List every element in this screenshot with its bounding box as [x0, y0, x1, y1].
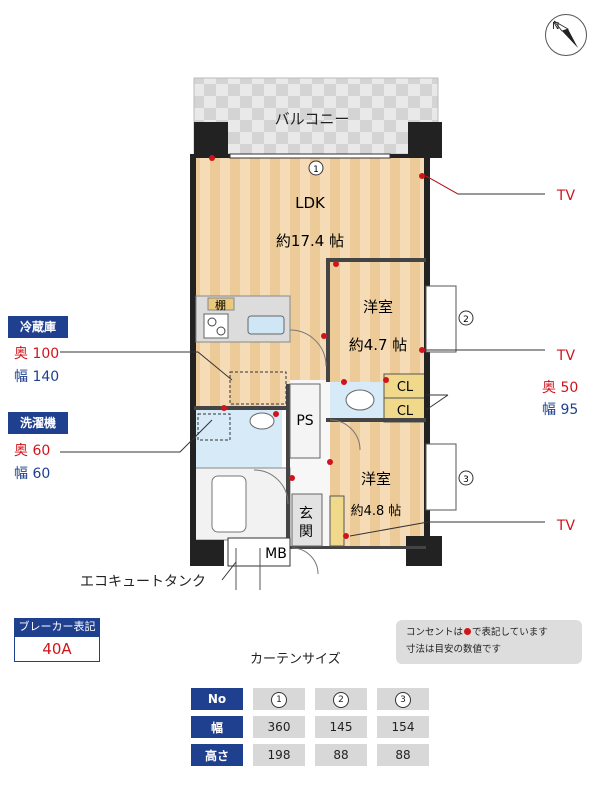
washer-depth: 奥 60	[14, 443, 51, 459]
curtain-no-3: 3	[395, 691, 411, 708]
breaker-value: 40A	[14, 636, 100, 662]
ldk-size: 約17.4 帖	[276, 232, 344, 250]
western-room-1	[330, 262, 426, 382]
row-label-width: 幅	[191, 716, 243, 738]
tv-label-3: TV	[556, 518, 576, 534]
fridge-title: 冷蔵庫	[8, 316, 68, 338]
washer-space	[197, 413, 231, 441]
fridge-depth: 奥 100	[14, 346, 60, 362]
entrance-label-2: 関	[299, 524, 313, 540]
row-label-height: 高さ	[191, 744, 243, 766]
mb-label: MB	[265, 546, 287, 562]
curtain-no-2: 2	[333, 691, 349, 708]
outlet-dot-icon	[464, 628, 472, 635]
breaker-title: ブレーカー表記	[14, 618, 100, 636]
curtain-title: カーテンサイズ	[250, 652, 341, 667]
closet-label-1: CL	[397, 380, 414, 395]
width-3: 154	[377, 716, 429, 738]
notice-box: コンセントはで表記しています 寸法は目安の数値です	[396, 620, 582, 664]
washer-width: 幅 60	[14, 466, 51, 482]
tv-label-1: TV	[556, 188, 576, 204]
ecocute-label: エコキュートタンク	[80, 574, 206, 590]
table-row: 高さ 198 88 88	[191, 744, 429, 766]
fridge-space	[229, 371, 287, 405]
height-3: 88	[377, 744, 429, 766]
tv-label-2: TV	[556, 348, 576, 364]
height-2: 88	[315, 744, 367, 766]
curtain-no-1: 1	[271, 691, 287, 708]
closet-depth: 奥 50	[542, 380, 579, 396]
shelf-label: 棚	[215, 298, 226, 312]
balcony-label: バルコニー	[275, 110, 350, 128]
ldk-label: LDK	[295, 194, 326, 212]
width-1: 360	[253, 716, 305, 738]
table-row: No 1 2 3	[191, 688, 429, 710]
compass: N	[545, 14, 587, 56]
balcony-area	[193, 77, 439, 155]
floor-plan: バルコニー CL CL 棚 PS 玄 関	[60, 77, 576, 590]
entrance-label-1: 玄	[299, 505, 313, 522]
western-room-2-label: 洋室	[361, 470, 391, 488]
washer-title: 洗濯機	[8, 412, 68, 434]
closet-label-2: CL	[397, 404, 414, 419]
window-marker-1: 1	[313, 165, 319, 175]
western-room-1-size: 約4.7 帖	[349, 336, 408, 354]
closet-width: 幅 95	[542, 402, 579, 418]
header-no: No	[191, 688, 243, 710]
western-room-1-label: 洋室	[363, 298, 393, 316]
compass-needle-icon: N	[552, 20, 578, 48]
height-1: 198	[253, 744, 305, 766]
window-marker-2: 2	[463, 315, 469, 325]
table-row: 幅 360 145 154	[191, 716, 429, 738]
outlet-markers	[209, 155, 425, 539]
ps-label: PS	[296, 413, 313, 429]
curtain-table: No 1 2 3 幅 360 145 154 高さ 198 88 88	[181, 682, 439, 772]
fridge-width: 幅 140	[14, 369, 60, 385]
compass-label: N	[552, 21, 559, 32]
width-2: 145	[315, 716, 367, 738]
window-marker-3: 3	[463, 475, 469, 485]
western-room-2-size: 約4.8 帖	[351, 504, 402, 519]
